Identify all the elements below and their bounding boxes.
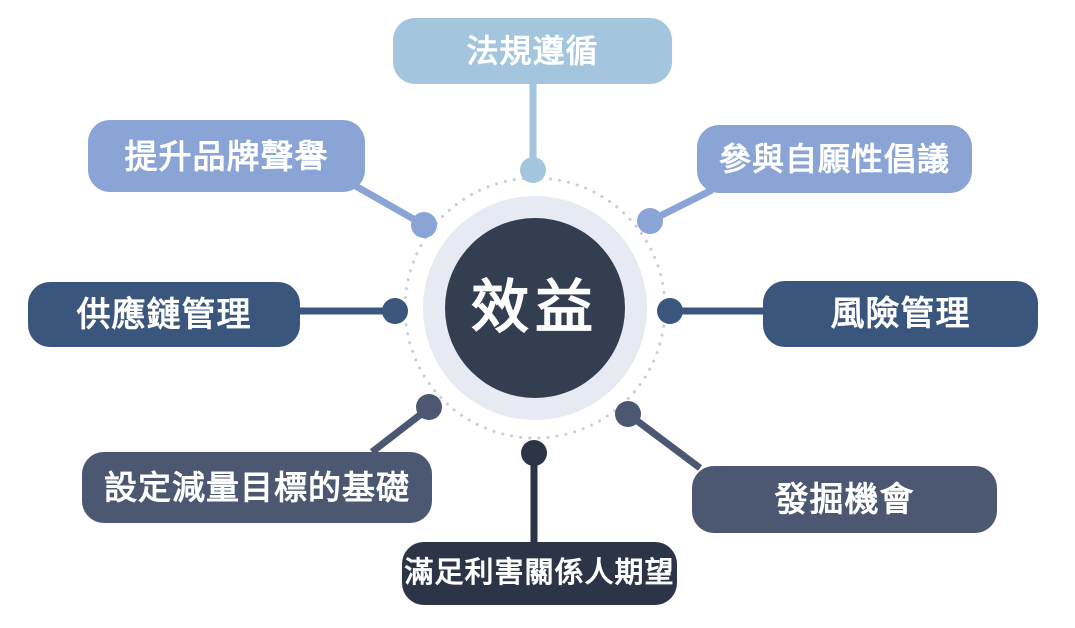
benefit-pill-stakeholder-expectations: 滿足利害關係人期望 xyxy=(402,542,677,605)
center-label: 效益 xyxy=(470,275,599,340)
center-circle xyxy=(445,218,625,398)
node-dot-left xyxy=(382,298,408,324)
benefit-pill-supply-chain-management: 供應鏈管理 xyxy=(28,282,300,347)
benefit-pill-reduction-target-basis: 設定減量目標的基礎 xyxy=(82,452,432,523)
benefit-pill-regulatory-compliance: 法規遵循 xyxy=(393,18,672,84)
benefit-pill-identify-opportunities: 發掘機會 xyxy=(692,466,997,533)
connector-bottom-right xyxy=(625,411,703,471)
benefit-pill-voluntary-initiatives: 參與自願性倡議 xyxy=(697,125,972,193)
node-dot-top-left xyxy=(411,212,437,238)
node-dot-right xyxy=(657,298,683,324)
node-dot-top-right xyxy=(637,208,663,234)
benefit-pill-brand-reputation: 提升品牌聲譽 xyxy=(88,120,365,192)
node-dot-top xyxy=(520,157,546,183)
node-dot-bottom-left xyxy=(416,394,442,420)
benefit-pill-risk-management: 風險管理 xyxy=(763,281,1038,347)
node-dot-bottom-right xyxy=(615,401,641,427)
node-dot-bottom xyxy=(521,440,547,466)
connector-top-left xyxy=(350,180,426,229)
